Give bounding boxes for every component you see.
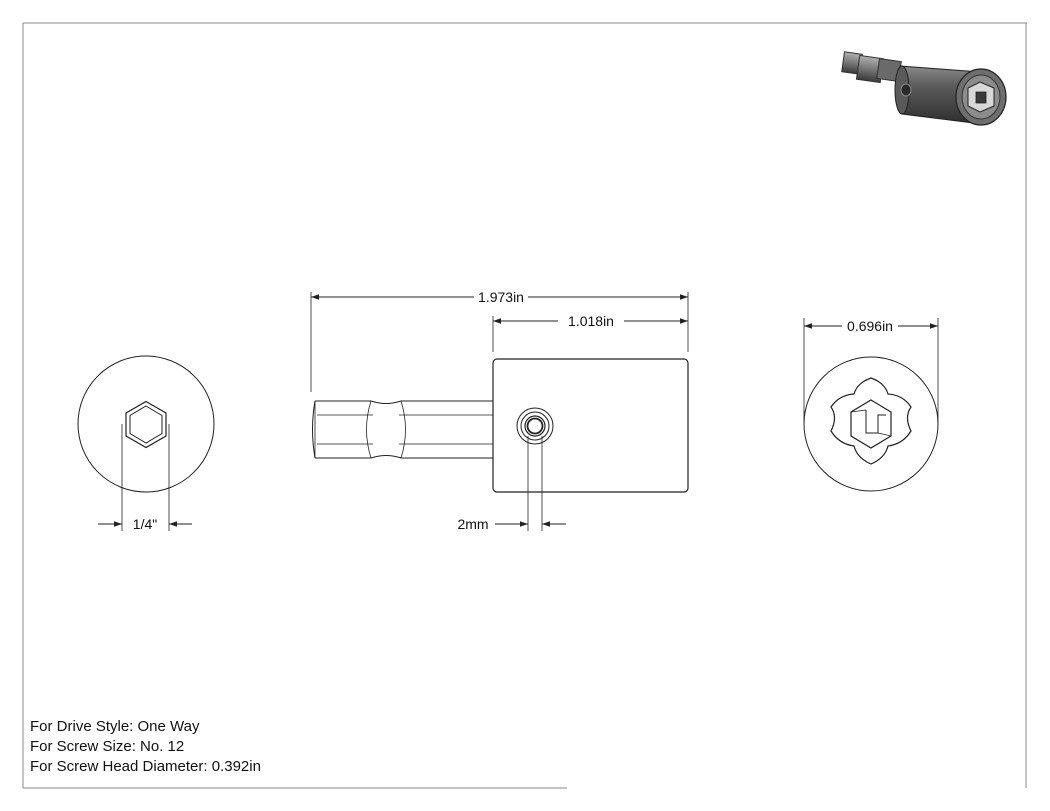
- svg-text:0.696in: 0.696in: [847, 318, 893, 334]
- dimension-body-length: 1.018in: [493, 313, 688, 329]
- dimension-overall-length: 1.973in: [311, 289, 688, 305]
- note-screw-size: For Screw Size: No. 12: [30, 738, 185, 755]
- dimension-set-screw-hole: 2mm: [457, 516, 566, 532]
- svg-text:1.973in: 1.973in: [478, 289, 524, 305]
- note-drive-style: For Drive Style: One Way: [30, 718, 200, 735]
- sheet-border: [22, 22, 1027, 789]
- svg-text:2mm: 2mm: [457, 516, 488, 532]
- svg-text:1/4": 1/4": [133, 516, 157, 532]
- end-view-body: [803, 318, 939, 492]
- note-screw-head-diameter: For Screw Head Diameter: 0.392in: [30, 758, 261, 775]
- end-view-hex: [77, 355, 215, 531]
- drawing-notes: For Drive Style: One Way For Screw Size:…: [30, 717, 261, 777]
- isometric-adapter-render: [841, 51, 1007, 126]
- dimension-body-diameter: 0.696in: [804, 318, 938, 334]
- dimension-hex-size: 1/4": [98, 516, 192, 532]
- svg-text:1.018in: 1.018in: [568, 313, 614, 329]
- side-view-adapter: [310, 292, 689, 531]
